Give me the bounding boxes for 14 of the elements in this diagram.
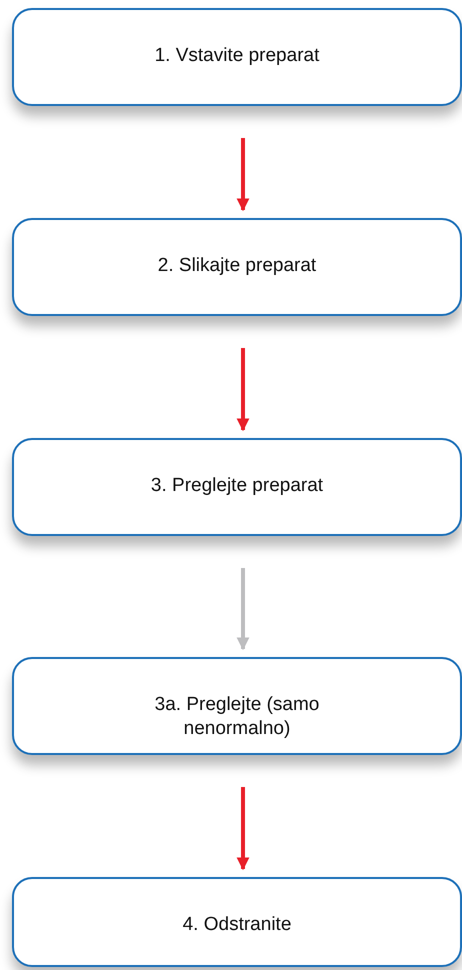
arrow bbox=[236, 348, 250, 432]
arrow bbox=[236, 787, 250, 870]
step-label: 3a. Preglejte (samo nenormalno) bbox=[154, 693, 320, 741]
process-box bbox=[12, 657, 462, 755]
process-box bbox=[12, 877, 462, 967]
arrow bbox=[236, 568, 250, 650]
process-box bbox=[12, 8, 462, 106]
process-box bbox=[12, 218, 462, 316]
step-label: 4. Odstranite bbox=[182, 913, 292, 937]
step-label: 3. Preglejte preparat bbox=[150, 474, 324, 498]
step-label: 1. Vstavite preparat bbox=[154, 44, 320, 68]
arrow bbox=[236, 138, 250, 212]
process-box bbox=[12, 438, 462, 536]
step-label: 2. Slikajte preparat bbox=[156, 254, 318, 278]
